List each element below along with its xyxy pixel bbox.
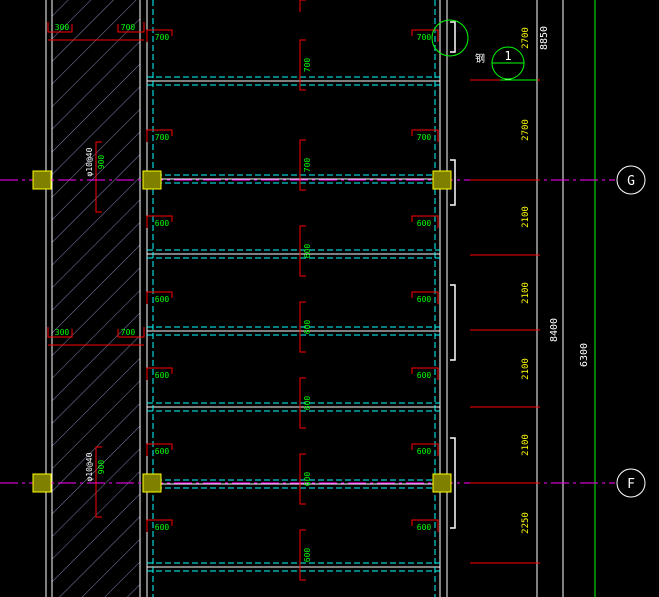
rebar-bracket-left	[146, 129, 173, 142]
bay-dimension: 2250	[521, 512, 531, 534]
beam-spacing-label-left: 700	[155, 33, 170, 42]
bay-dimension: 2100	[521, 434, 531, 456]
beam-spacing-label-left: 600	[155, 371, 170, 380]
column	[432, 473, 452, 493]
section-mark-number: 1	[504, 49, 511, 63]
wall-top-label: 300	[55, 328, 70, 337]
beam-spacing-label-left: 600	[155, 219, 170, 228]
edge-brackets	[450, 21, 456, 529]
beam-spacing-label-left: 700	[155, 133, 170, 142]
beam-spacing-label-left: 600	[155, 447, 170, 456]
beam-spacing-label-right: 600	[417, 295, 432, 304]
bay-dimension: 2100	[521, 282, 531, 304]
rebar-bracket-left	[146, 367, 173, 380]
wall-rebar-dim: 900	[97, 155, 106, 170]
rebar-bracket-left	[146, 29, 173, 42]
beam-spacing-label-right: 600	[417, 219, 432, 228]
section-mark: 1 _ 钢	[431, 19, 537, 81]
columns-layer	[32, 170, 452, 493]
beam-spacing-label-right: 700	[417, 33, 432, 42]
column	[142, 170, 162, 190]
overall-dim-6300: 6300	[579, 343, 590, 367]
rebar-bracket-right	[411, 443, 439, 456]
wall-top-bracket-b	[117, 327, 145, 338]
center-bar-label: 700	[303, 158, 312, 173]
wall-top-label: 300	[55, 23, 70, 32]
column	[32, 170, 52, 190]
beam-spacing-label-left: 600	[155, 523, 170, 532]
wall-rebar-bar	[95, 141, 102, 213]
rebar-center-bar	[299, 453, 306, 505]
rebar-center-bar-top	[299, 0, 306, 12]
center-bar-label: 700	[303, 58, 312, 73]
wall-rebar-dim: 900	[97, 460, 106, 475]
rebar-center-bar	[299, 39, 306, 91]
section-mark-dash: _	[505, 67, 512, 80]
grid-lines-layer	[0, 79, 615, 564]
rebar-bracket-left	[146, 215, 173, 228]
rebar-center-bar	[299, 301, 306, 353]
center-bar-label: 600	[303, 244, 312, 259]
axis-label-f: F	[627, 477, 635, 492]
grid-axis-bubbles: GF	[616, 165, 646, 498]
dimension-text-layer: 2700 2700 2100 2100 2100 2100 2250	[521, 27, 531, 534]
beam-spacing-label-right: 600	[417, 447, 432, 456]
bay-dimension: 2700	[521, 119, 531, 141]
center-bar-label: 600	[303, 472, 312, 487]
overall-dim-8850: 8850	[539, 26, 550, 50]
beam-spacing-label-right: 600	[417, 371, 432, 380]
center-bar-label: 600	[303, 396, 312, 411]
axis-bubble	[616, 468, 646, 498]
wall-top-label: 700	[121, 23, 136, 32]
wall-top-bracket-a	[47, 327, 73, 338]
column	[32, 473, 52, 493]
dimension-lines	[536, 0, 564, 597]
rebar-bracket-left	[146, 519, 173, 532]
rebar-center-bar	[299, 225, 306, 277]
rebar-bracket-right	[411, 291, 439, 304]
rebar-center-bar	[299, 139, 306, 191]
wall-top-bracket-a	[47, 22, 73, 33]
column	[432, 170, 452, 190]
rebar-layer: 700 700 700 700 700 700 600 600 600 600 600 600 600 6…	[47, 0, 439, 581]
axis-bubble	[616, 165, 646, 195]
rebar-bracket-right	[411, 29, 439, 42]
rebar-center-bar	[299, 377, 306, 429]
rebar-center-bar	[299, 529, 306, 581]
center-bar-label: 600	[303, 548, 312, 563]
column	[142, 473, 162, 493]
beam-spacing-label-right: 600	[417, 523, 432, 532]
section-mark-prefix: 钢	[475, 52, 485, 65]
rebar-bracket-left	[146, 291, 173, 304]
bay-dimension: 2700	[521, 27, 531, 49]
axis-label-g: G	[627, 174, 635, 189]
rebar-bracket-right	[411, 519, 439, 532]
beam-spacing-label-right: 700	[417, 133, 432, 142]
bay-dimension: 2100	[521, 358, 531, 380]
bay-dimension: 2100	[521, 206, 531, 228]
rebar-bracket-right	[411, 129, 439, 142]
wall-rebar-text: φ10@40	[85, 147, 94, 176]
center-bar-label: 600	[303, 320, 312, 335]
wall-top-bracket-b	[117, 22, 145, 33]
rebar-bracket-right	[411, 367, 439, 380]
beam-layer	[147, 0, 440, 597]
wall-rebar-bar	[95, 446, 102, 518]
rebar-bracket-left	[146, 443, 173, 456]
wall-rebar-text: φ10@40	[85, 452, 94, 481]
overall-dim-8400: 8400	[549, 318, 560, 342]
beam-spacing-label-left: 600	[155, 295, 170, 304]
rebar-bracket-right	[411, 215, 439, 228]
wall-top-label: 700	[121, 328, 136, 337]
